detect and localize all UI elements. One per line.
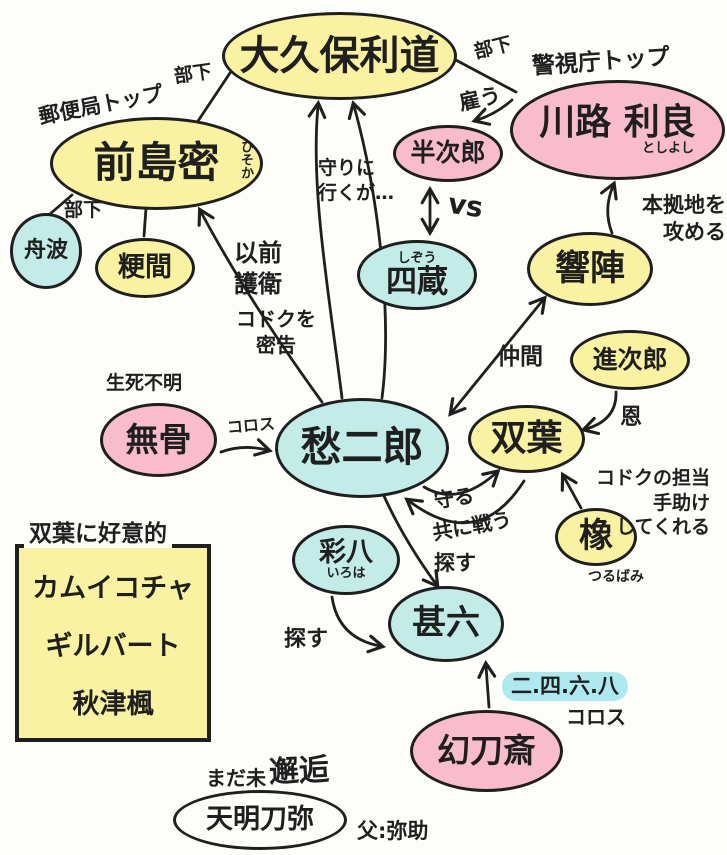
node-maejima-label: 前島密 [93,138,220,188]
label-kodoku-mikkoku: コドクを 密告 [236,307,316,357]
node-iroha-ruby: いろは [326,566,366,582]
arrow-shujiro-kyojin [448,295,547,417]
box-item-akitsukaede: 秋津楓 [72,689,154,720]
label-kaiko: 邂逅 [268,752,330,791]
label-nakama: 仲間 [497,344,543,370]
node-hanjiro-label: 半次郎 [410,138,486,168]
node-maejima-ruby: ひそか [238,140,253,179]
arrow-mamoru-lower [404,479,526,525]
node-shujiro-label: 愁二郎 [300,423,424,472]
node-urume-label: 粳間 [118,251,172,283]
label-buka-maejima: 部下 [172,60,214,88]
box-item-kamuikocha: カムイコチャ [32,573,194,604]
label-mamori: 守りに 行くが… [318,157,395,204]
node-hanjiro: 半次郎 [393,125,503,182]
node-shizo: しぞう 四蔵 [357,240,477,310]
futaba-favorable-box-title: 双葉に好意的 [24,514,172,548]
arrow-shujiro-okubo-1 [307,99,344,400]
node-tenmei: 天明刀弥 [173,790,347,850]
label-tsurubami-ruby: つるばみ [588,569,644,585]
node-mukotsu: 無骨 [100,403,217,477]
line-maejima-funanami [48,193,74,216]
futaba-favorable-box-items: カムイコチャ ギルバート 秋津楓 [20,566,206,721]
label-nishirokuhachi: 二.四.六.八 [502,672,628,702]
label-mamoru: 守る [432,483,476,513]
node-iroha: 彩八 いろは [292,525,400,595]
futaba-favorable-box [15,544,211,742]
node-maejima: 前島密 [50,117,263,210]
node-mukotsu-label: 無骨 [125,419,192,459]
label-chichi-yasuke: 父:弥助 [357,819,429,843]
label-izen-goei: 以前 護衛 [234,239,282,299]
node-urume: 粳間 [95,238,195,298]
node-iroha-label: 彩八 [319,537,373,568]
node-okubo: 大久保利道 [222,12,457,100]
line-okubo-kawaji [450,56,518,94]
label-sagasu-iroha: 探す [284,627,329,652]
arrow-iroha-jinroku [330,595,386,654]
arrow-kawaji-hanjiro [471,98,514,126]
node-jinroku-label: 甚六 [412,603,480,644]
node-kyojin-label: 響陣 [554,248,625,289]
arrow-tsurubami-futaba [560,471,583,510]
label-korosu-mukotsu: コロス [226,413,276,438]
node-shinjiro: 進次郎 [570,330,690,390]
node-kawaji: 川路 利良 としよし [510,80,725,180]
node-funanami: 舟波 [10,213,82,289]
label-honkyochi: 本拠地を 攻める [642,193,726,245]
node-tsurubami: 橡 [555,508,637,566]
label-kodoku-tanto: コドクの担当 手助け してくれる [595,467,710,539]
node-kawaji-ruby: としよし [641,141,694,157]
node-shizo-ruby: しぞう [397,250,437,266]
box-item-gilbert: ギルバート [45,631,181,662]
label-seishi-fumei: 生死不明 [106,372,183,394]
node-okubo-label: 大久保利道 [239,33,440,79]
node-funanami-label: 舟波 [23,238,68,264]
arrow-shinjiro-futaba [580,390,618,436]
label-mada-kaiko: まだ未 邂逅 [206,752,330,791]
node-tenmei-label: 天明刀弥 [206,803,314,835]
line-okubo-maejima [194,68,234,126]
node-kyojin: 響陣 [527,232,653,306]
label-mada: まだ未 [206,766,266,790]
node-gentosai-label: 幻刀斎 [437,730,536,770]
label-on: 恩 [620,405,643,430]
node-jinroku: 甚六 [388,586,504,662]
node-futaba-label: 双葉 [490,418,563,460]
label-buka-funanami: 部下 [64,199,103,221]
node-shinjiro-label: 進次郎 [592,344,668,374]
arrow-kyojin-kawaji [600,180,618,235]
label-vs: vs [445,186,486,225]
arrow-mamoru-upper [422,468,501,496]
node-shizo-label: 四蔵 [386,263,448,300]
label-korosu-gentosai: コロス [566,705,626,729]
arrow-mukotsu-shujiro [219,438,273,457]
line-maejima-urume [142,206,148,238]
arrow-shujiro-jinroku [382,494,440,589]
node-kawaji-label: 川路 利良 [539,102,696,144]
node-tsurubami-label: 橡 [579,516,613,557]
label-sagasu-shujiro: 探す [434,551,476,575]
node-gentosai: 幻刀斎 [410,710,563,792]
arrow-shujiro-maejima [197,206,324,404]
node-futaba: 双葉 [468,405,585,473]
node-shujiro: 愁二郎 [275,398,449,498]
arrow-gentosai-jinroku [477,659,497,709]
